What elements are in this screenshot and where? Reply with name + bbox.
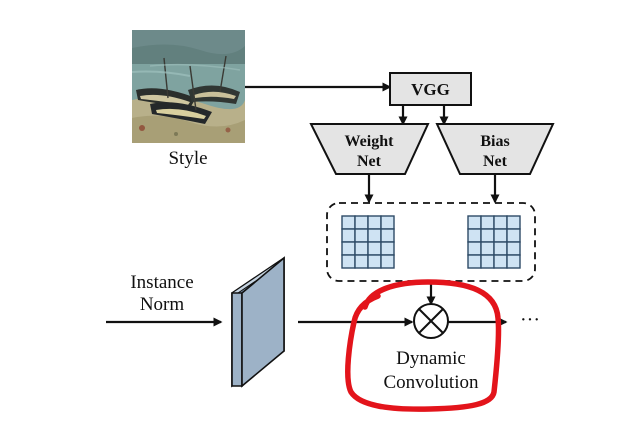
kernel-cell: [367, 228, 382, 243]
feature-map-slab: [231, 256, 285, 388]
kernel-cell: [506, 215, 521, 230]
kernel-cell: [367, 241, 382, 256]
kernel-cell: [380, 254, 395, 269]
weight-kernel-grid: [341, 215, 395, 269]
weight-net-line1: Weight: [345, 133, 395, 150]
kernel-cell: [354, 228, 369, 243]
kernel-cell: [380, 241, 395, 256]
weight-net-line2: Net: [357, 153, 382, 170]
red-highlight-circle: [345, 279, 502, 412]
kernel-cell: [467, 254, 482, 269]
kernel-cell: [467, 228, 482, 243]
kernel-cell: [480, 241, 495, 256]
kernel-cell: [480, 254, 495, 269]
input-label-line1: Instance: [130, 272, 193, 293]
kernel-cell: [341, 228, 356, 243]
bias-kernel-grid: [467, 215, 521, 269]
kernel-cell: [380, 228, 395, 243]
continuation-dots: ···: [520, 309, 540, 331]
kernel-cell: [354, 254, 369, 269]
dynamic-kernel-container: [326, 202, 536, 282]
kernel-cell: [493, 241, 508, 256]
kernel-cell: [367, 215, 382, 230]
operator-label-line1: Dynamic: [396, 348, 466, 369]
weight-net-block: Weight Net: [309, 123, 430, 175]
kernel-cell: [341, 215, 356, 230]
kernel-cell: [341, 241, 356, 256]
style-image: [132, 30, 245, 143]
kernel-cell: [506, 254, 521, 269]
bias-net-line2: Net: [483, 153, 508, 170]
vgg-block: VGG: [389, 72, 472, 106]
kernel-cell: [341, 254, 356, 269]
input-label-line2: Norm: [140, 294, 185, 315]
style-caption: Style: [168, 148, 207, 169]
kernel-cell: [506, 228, 521, 243]
kernel-cell: [380, 215, 395, 230]
kernel-cell: [367, 254, 382, 269]
kernel-cell: [493, 254, 508, 269]
kernel-cell: [354, 241, 369, 256]
operator-label-line2: Convolution: [383, 372, 479, 393]
kernel-cell: [480, 228, 495, 243]
kernel-cell: [467, 241, 482, 256]
kernel-cell: [493, 215, 508, 230]
bias-net-block: Bias Net: [435, 123, 555, 175]
kernel-cell: [493, 228, 508, 243]
vgg-label: VGG: [411, 80, 450, 99]
bias-net-line1: Bias: [480, 133, 509, 150]
convolution-operator: [413, 303, 449, 339]
kernel-cell: [480, 215, 495, 230]
kernel-cell: [467, 215, 482, 230]
kernel-cell: [354, 215, 369, 230]
kernel-cell: [506, 241, 521, 256]
